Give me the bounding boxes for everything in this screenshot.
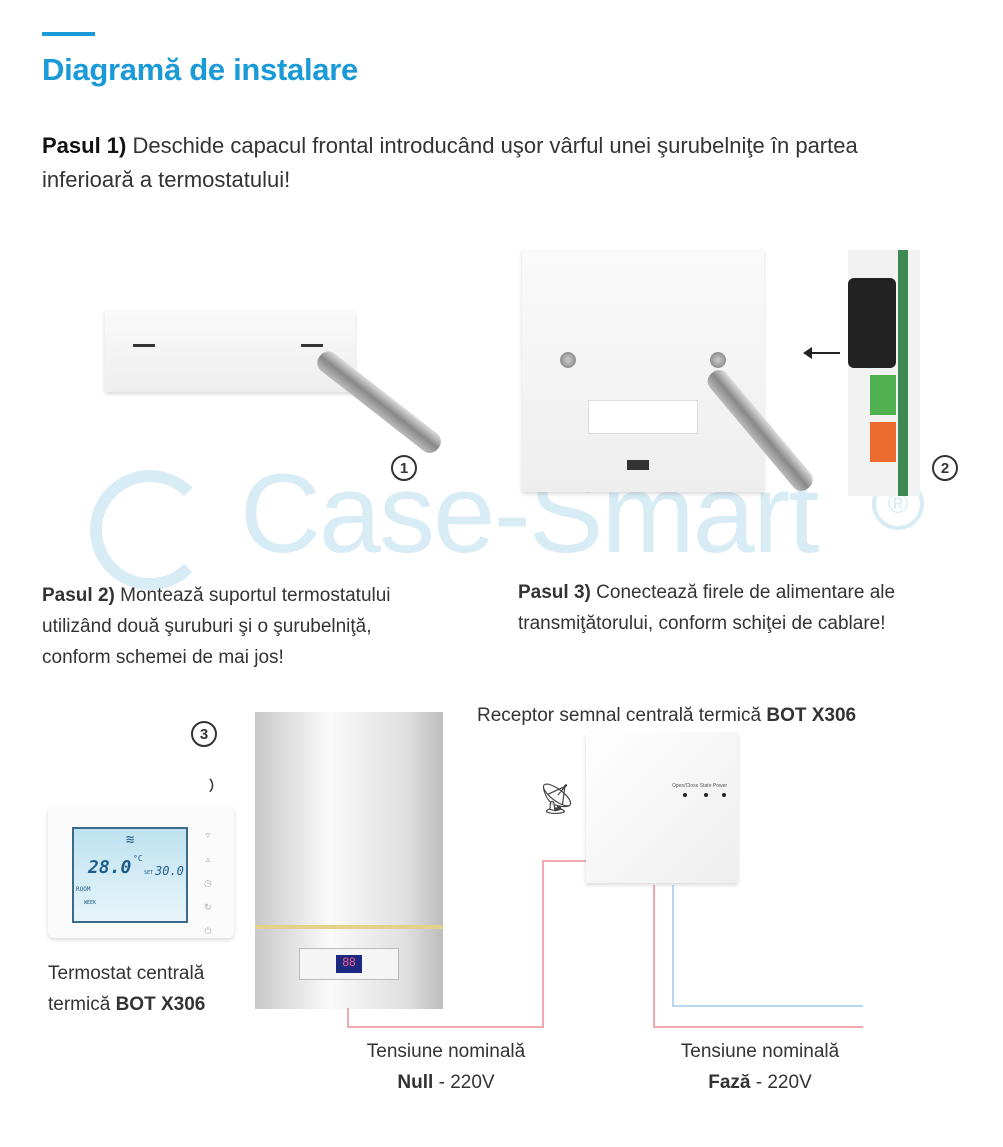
led-power: [722, 793, 726, 797]
wifi-icon: ◝: [194, 772, 223, 802]
step-1-description: Deschide capacul frontal introducând uşo…: [42, 133, 858, 192]
lcd-set-label: SET: [144, 870, 154, 876]
thermostat-model: BOT X306: [115, 994, 206, 1015]
satellite-antenna-icon: 📡︎: [538, 783, 577, 816]
step-1-text: Pasul 1) Deschide capacul frontal introd…: [42, 129, 942, 197]
lcd-room-label: ROOM: [76, 886, 91, 893]
wire-neutral-segment: [672, 1005, 863, 1007]
wire-phase-segment: [653, 1026, 863, 1028]
title-accent-bar: [42, 32, 95, 36]
thermostat-label-text: Termostat centrală termică: [48, 963, 205, 1015]
led-state: [704, 793, 708, 797]
arrow-left-icon: [806, 352, 840, 354]
voltage-phase-label: Tensiune nominală Fază - 220V: [654, 1036, 866, 1098]
step-1-label: Pasul 1): [42, 133, 127, 158]
step-3-label: Pasul 3): [518, 582, 591, 603]
mounting-plate-photo: [522, 250, 764, 492]
step-3-description: Conectează firele de alimentare ale tran…: [518, 582, 896, 634]
receiver-label-text: Receptor semnal centrală termică: [477, 705, 762, 726]
voltage-phase-value: - 220V: [750, 1072, 812, 1093]
thermostat-lcd: ≋ 28.0 °C SET 30.0 ROOM WEEK: [72, 827, 188, 923]
thermostat-label: Termostat centrală termică BOT X306: [48, 958, 248, 1020]
marker-2: 2: [932, 455, 958, 481]
wire-null-segment: [542, 860, 544, 1028]
step-2-description: Montează suportul termostatului utilizân…: [42, 585, 391, 668]
step-3-text: Pasul 3) Conectează firele de alimentare…: [518, 577, 898, 639]
receiver-label: Receptor semnal centrală termică BOT X30…: [477, 700, 856, 731]
thermostat-bottom-edge-photo: [105, 310, 355, 392]
voltage-phase-type: Fază: [708, 1072, 751, 1093]
voltage-null-type: Null: [397, 1072, 434, 1093]
marker-3: 3: [191, 721, 217, 747]
receiver-model: BOT X306: [766, 705, 857, 726]
lcd-current-temp: 28.0: [88, 857, 132, 878]
wire-neutral: [672, 885, 674, 1007]
boiler-photo: 88: [255, 712, 443, 1009]
marker-1: 1: [391, 455, 417, 481]
receiver-photo: Open/Close State Power: [586, 733, 738, 883]
wire-null-segment: [347, 1026, 544, 1028]
voltage-null-title: Tensiune nominală: [366, 1041, 526, 1062]
thermostat-photo: ≋ 28.0 °C SET 30.0 ROOM WEEK ▿▵◷↻⏻: [48, 805, 234, 938]
voltage-null-label: Tensiune nominală Null - 220V: [340, 1036, 552, 1098]
transmitter-side-photo: [848, 250, 920, 496]
led-open-close-label: Open/Close: [672, 783, 699, 789]
boiler-display: 88: [336, 955, 362, 973]
lcd-week-label: WEEK: [84, 900, 97, 906]
step-2-label: Pasul 2): [42, 585, 115, 606]
wire-null: [347, 1008, 349, 1028]
step-2-text: Pasul 2) Montează suportul termostatului…: [42, 580, 432, 673]
lcd-unit: °C: [133, 854, 143, 863]
page-title: Diagramă de instalare: [42, 52, 358, 87]
screwdriver-icon: [313, 347, 445, 458]
led-power-label: Power: [712, 783, 728, 789]
led-state-label: State: [699, 783, 712, 789]
voltage-phase-title: Tensiune nominală: [680, 1041, 840, 1062]
arrow-head-icon: [803, 347, 812, 359]
thermostat-touch-buttons[interactable]: ▿▵◷↻⏻: [204, 830, 212, 936]
wire-phase: [653, 885, 655, 1028]
led-open-close: [683, 793, 687, 797]
lcd-set-temp: 30.0: [155, 864, 184, 878]
watermark-logo-icon: [90, 470, 210, 590]
wire-null-segment: [542, 860, 588, 862]
voltage-null-value: - 220V: [433, 1072, 495, 1093]
